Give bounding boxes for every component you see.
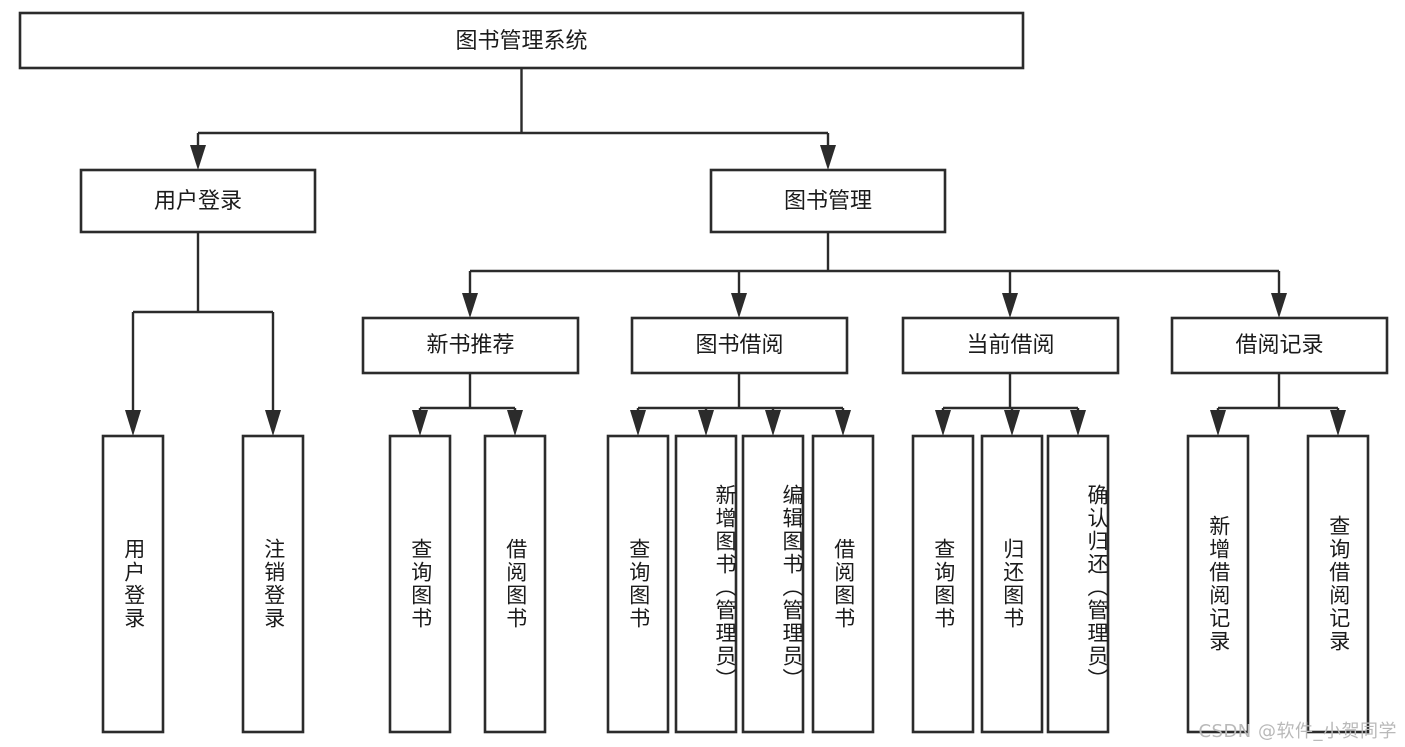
node-user-login-box[interactable]	[79, 168, 317, 234]
leaf-box-logout-login[interactable]	[241, 434, 305, 734]
csdn-watermark: CSDN @软件_小贺同学	[1198, 721, 1397, 742]
arrow-leaf-borrow-book-1	[507, 410, 523, 436]
node-borrow-record-label: 借阅记录	[1235, 333, 1323, 358]
arrow-leaf-query-book-3	[935, 410, 951, 436]
node-new-book-recommend-label: 新书推荐	[426, 333, 514, 358]
leaf-box-query-book-2[interactable]	[606, 434, 670, 734]
arrow-to-book-borrow	[731, 293, 747, 318]
node-book-management[interactable]: 图书管理	[709, 168, 947, 234]
node-new-book-recommend-box[interactable]	[361, 316, 580, 375]
node-borrow-record[interactable]: 借阅记录	[1170, 316, 1389, 375]
leaf-box-return-book[interactable]	[980, 434, 1044, 734]
node-user-login-label: 用户登录	[154, 189, 242, 214]
arrow-leaf-query-book-1	[412, 410, 428, 436]
arrow-to-borrow-record	[1271, 293, 1287, 318]
arrow-leaf-return-book	[1004, 410, 1020, 436]
arrow-leaf-query-record	[1330, 410, 1346, 436]
node-current-borrow[interactable]: 当前借阅	[901, 316, 1120, 375]
arrow-to-book-management	[820, 145, 836, 170]
leaf-box-query-book-3[interactable]	[911, 434, 975, 734]
arrow-to-user-login	[190, 145, 206, 170]
node-borrow-record-box[interactable]	[1170, 316, 1389, 375]
arrow-leaf-query-book-2	[630, 410, 646, 436]
arrow-leaf-logout-login	[265, 410, 281, 436]
node-user-login[interactable]: 用户登录	[79, 168, 317, 234]
node-current-borrow-label: 当前借阅	[966, 333, 1054, 358]
leaf-box-query-record[interactable]	[1306, 434, 1370, 734]
arrow-to-current-borrow	[1002, 293, 1018, 318]
node-current-borrow-box[interactable]	[901, 316, 1120, 375]
node-book-borrow[interactable]: 图书借阅	[630, 316, 849, 375]
node-new-book-recommend[interactable]: 新书推荐	[361, 316, 580, 375]
node-root-box[interactable]	[18, 11, 1025, 70]
leaf-box-confirm-return[interactable]	[1046, 434, 1110, 734]
connector-layer	[125, 68, 1346, 436]
node-book-management-label: 图书管理	[784, 189, 872, 214]
arrow-to-new-book-recommend	[462, 293, 478, 318]
arrow-leaf-add-record	[1210, 410, 1226, 436]
arrow-leaf-user-login	[125, 410, 141, 436]
leaf-box-query-book-1[interactable]	[388, 434, 452, 734]
arrow-leaf-confirm-return	[1070, 410, 1086, 436]
arrow-leaf-add-book	[698, 410, 714, 436]
node-book-borrow-box[interactable]	[630, 316, 849, 375]
leaf-box-add-book[interactable]	[674, 434, 738, 734]
node-book-borrow-label: 图书借阅	[695, 333, 783, 358]
leaf-box-add-record[interactable]	[1186, 434, 1250, 734]
arrow-leaf-borrow-book-2	[835, 410, 851, 436]
node-root-label: 图书管理系统	[455, 29, 587, 54]
node-book-management-box[interactable]	[709, 168, 947, 234]
leaf-box-edit-book[interactable]	[741, 434, 805, 734]
leaf-box-borrow-book-2[interactable]	[811, 434, 875, 734]
node-root[interactable]: 图书管理系统	[18, 11, 1025, 70]
arrow-leaf-edit-book	[765, 410, 781, 436]
leaf-box-borrow-book-1[interactable]	[483, 434, 547, 734]
leaf-box-user-login[interactable]	[101, 434, 165, 734]
